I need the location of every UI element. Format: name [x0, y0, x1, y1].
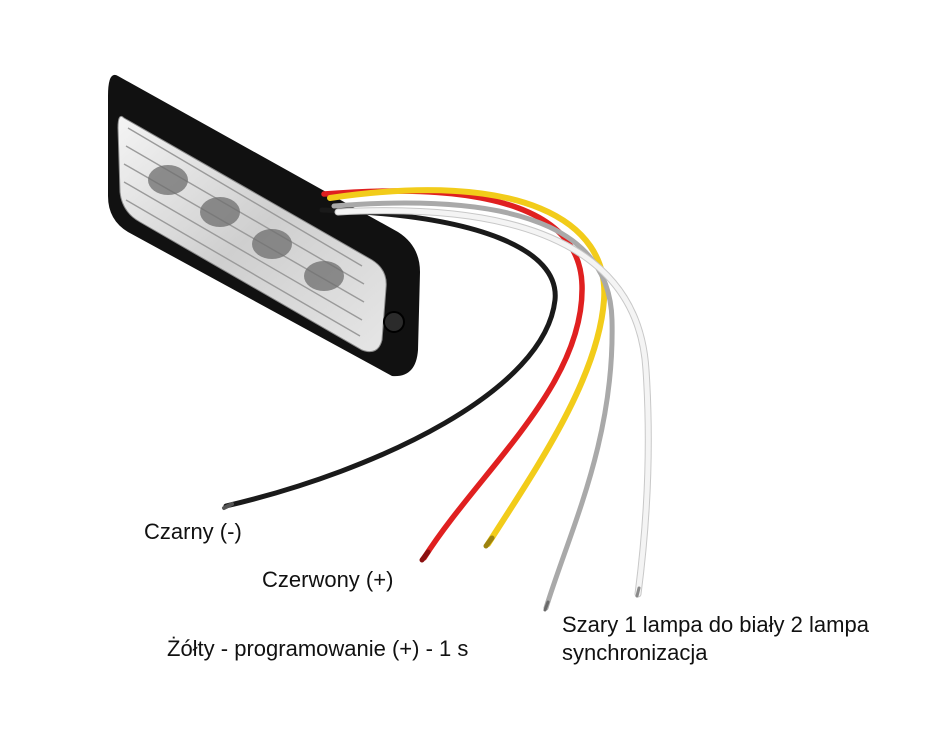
wires	[222, 187, 652, 612]
led-lamp	[108, 74, 420, 377]
led-emitter	[148, 165, 188, 195]
led-emitter	[200, 197, 240, 227]
led-emitter	[252, 229, 292, 259]
mounting-hole	[383, 311, 405, 333]
wire-black	[223, 207, 558, 509]
label-black-wire: Czarny (-)	[144, 519, 242, 544]
wire-grey	[331, 200, 615, 611]
label-grey-wire-line1: Szary 1 lampa do biały 2 lampa	[562, 612, 869, 637]
wire-red-tip	[419, 549, 431, 563]
wire-white-tip	[635, 586, 641, 598]
wire-red	[321, 188, 585, 561]
wire-yellow	[327, 187, 608, 547]
label-red-wire: Czerwony (+)	[262, 567, 394, 592]
wire-grey-tip	[543, 600, 550, 612]
led-emitters	[148, 165, 344, 291]
label-grey-wire-line2: synchronizacja	[562, 640, 708, 665]
wire-white	[335, 208, 651, 597]
wire-black-tip	[222, 502, 234, 510]
led-emitter	[304, 261, 344, 291]
wire-yellow-tip	[483, 535, 495, 549]
label-yellow-wire: Żółty - programowanie (+) - 1 s	[167, 636, 469, 661]
